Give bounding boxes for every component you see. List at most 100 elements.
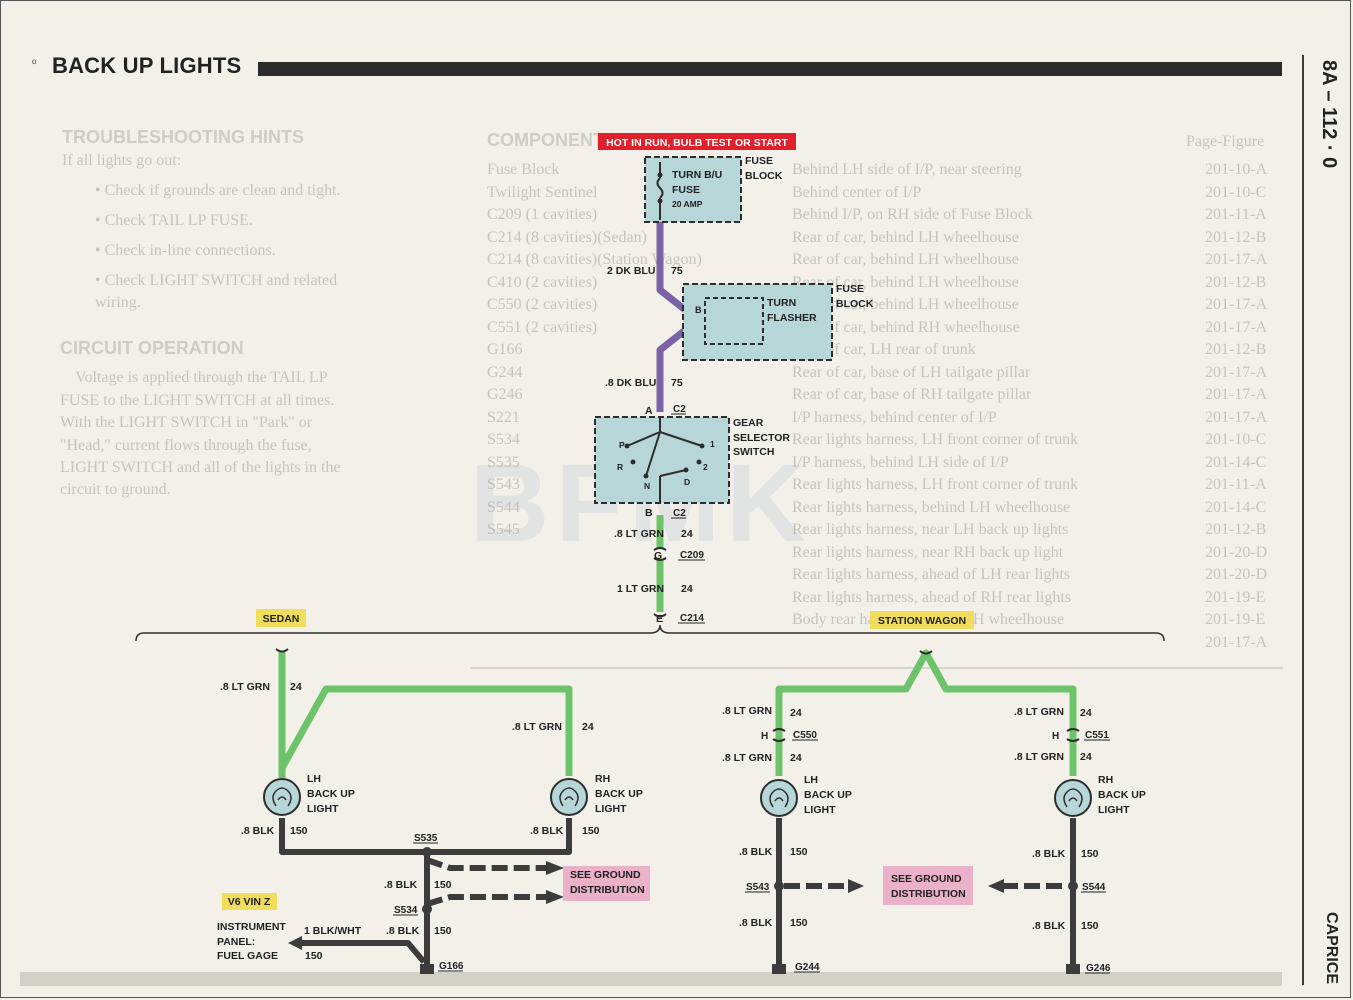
ghost-table-cell: Rear lights harness, ahead of LH rear li… [792, 566, 1071, 583]
circuit-number: 24 [790, 752, 802, 764]
fuse-block-label: BLOCK [745, 170, 783, 182]
ghost-table-cell: Rear of car, behind LH wheelhouse [792, 228, 1019, 246]
wire-label: 1 LT GRN [617, 583, 664, 595]
lh-lamp-label: BACK UP [307, 788, 355, 800]
lh-lamp-label: LH [307, 773, 321, 785]
arrow-heads [288, 861, 1004, 950]
circuit-number: 150 [434, 925, 452, 937]
wire-label: .8 BLK [384, 879, 418, 891]
ground-label: G166 [439, 961, 464, 972]
gear-pos-p: P [619, 440, 625, 450]
hot-label: HOT IN RUN, BULB TEST OR START [606, 137, 788, 149]
ghost-table-cell: 201-14-C [1205, 498, 1267, 516]
ghost-table-cell: I/P harness, behind LH side of I/P [792, 453, 1009, 471]
gear-pos-r: R [617, 462, 623, 472]
ghost-table-cell: Rear lights harness, near LH back up lig… [792, 521, 1069, 538]
ghost-table-cell: S534 [487, 431, 520, 448]
station-wagon-label: STATION WAGON [878, 615, 966, 627]
troubleshooting-item: • Check in-line connections. [95, 242, 276, 259]
connector-c550-icon [772, 728, 786, 742]
ghost-table-cell: Behind I/P, on RH side of Fuse Block [792, 206, 1033, 223]
pin-label: E [656, 613, 663, 625]
wire-label: .8 LT GRN [722, 752, 772, 764]
ghost-table-cell: 201-17-A [1205, 386, 1268, 403]
pin-label: G [654, 550, 662, 562]
circuit-line: FUSE to the LIGHT SWITCH at all times. [60, 392, 335, 409]
ghost-table-cell: Rear of car, behind LH wheelhouse [792, 273, 1019, 291]
connector-c214-icon [653, 613, 667, 618]
ghost-table-cell: S543 [487, 476, 520, 493]
troubleshooting-item: • Check LIGHT SWITCH and related [95, 272, 338, 289]
gear-switch-label: SWITCH [733, 446, 774, 458]
hot-label-box [598, 133, 796, 150]
fuse-label: FUSE [672, 184, 700, 196]
wire-label: 1 BLK/WHT [304, 925, 362, 937]
fuse-terminal-dots [657, 172, 663, 204]
ghost-table-cell: Rear lights harness, behind LH wheelhous… [792, 498, 1071, 516]
see-ground-label: SEE GROUND [570, 869, 641, 881]
ghost-table-cell: 201-11-A [1205, 476, 1267, 493]
right-rule [1302, 55, 1304, 985]
title-bullet-icon: º [32, 57, 37, 71]
connector-ends [275, 648, 933, 655]
wire-label: .8 LT GRN [722, 705, 772, 717]
ghost-table-cell: Rear lights harness, near RH back up lig… [792, 543, 1064, 561]
ghost-table-cell: 201-12-B [1205, 273, 1267, 291]
instrument-panel-label: INSTRUMENT [217, 921, 286, 933]
ghost-table-cell: C209 (1 cavities) [487, 206, 598, 223]
sedan-label-box [256, 609, 306, 627]
wire-label: .8 LT GRN [512, 721, 562, 733]
fuse-rating: 20 AMP [672, 199, 703, 209]
footer-strip [20, 972, 1282, 986]
lh-lamp-label: LH [804, 774, 818, 786]
wire-label: .8 BLK [1032, 848, 1066, 860]
see-ground-label: DISTRIBUTION [891, 888, 966, 900]
ghost-table-cell: C214 (8 cavities)(Station Wagon) [487, 251, 702, 268]
ghost-table-cell: 201-12-B [1205, 341, 1267, 358]
ghost-table-cell: G166 [487, 341, 523, 358]
ghost-table-cell: 201-10-A [1205, 161, 1268, 178]
ground-symbols [420, 964, 1080, 974]
see-ground-label: DISTRIBUTION [570, 884, 645, 896]
lamp-icon [760, 779, 798, 817]
connector-label: C209 [680, 550, 704, 561]
fuse-block-label: FUSE [745, 155, 773, 167]
option-bracket [135, 624, 1165, 642]
sedan-label: SEDAN [263, 613, 300, 625]
ghost-table-cell: 201-17-A [1205, 363, 1268, 381]
circuit-line: "Head," current flows through the fuse, [60, 437, 312, 454]
gear-pos-n: N [644, 481, 650, 491]
connector-label: C2 [673, 404, 686, 415]
connector-label: C214 [680, 613, 704, 624]
ghost-table-cell: C214 (8 cavities)(Sedan) [487, 228, 647, 246]
troubleshooting-item: wiring. [95, 294, 141, 311]
ghost-table-cell: S535 [487, 453, 520, 471]
ghost-table-cell: C410 (2 cavities) [487, 273, 598, 291]
pin-label: A [645, 405, 653, 417]
circuit-number: 24 [681, 528, 693, 540]
wire-label: .8 BLK [530, 825, 564, 837]
turn-flasher-box [704, 297, 764, 345]
ghost-table-cell: 201-20-D [1205, 566, 1268, 583]
gear-switch-icon [626, 417, 703, 503]
troubleshooting-intro: If all lights go out: [62, 152, 182, 169]
fuse-block-label: BLOCK [836, 298, 874, 310]
ghost-table-cell: S221 [487, 408, 520, 426]
circuit-number: 24 [290, 681, 302, 693]
circuit-number: 150 [290, 825, 308, 837]
connector-label: C551 [1085, 730, 1109, 741]
ghost-table-cell: 201-17-A [1205, 296, 1268, 313]
circuit-number: 24 [1080, 751, 1092, 763]
fuse-block-label: FUSE [836, 283, 864, 295]
lh-lamp-label: LIGHT [804, 804, 836, 816]
flasher-pin-b: B [695, 305, 702, 315]
lamp-icon [550, 778, 588, 816]
ghost-table-cell: 201-20-D [1205, 543, 1268, 561]
see-ground-label: SEE GROUND [891, 873, 962, 885]
gear-switch-contacts [624, 443, 705, 479]
wire-label: .8 LT GRN [614, 528, 664, 540]
ghost-table-cell: Rear of car, behind LH wheelhouse [792, 251, 1019, 268]
ghost-table-cell: G246 [487, 386, 523, 403]
ghost-table-cell: Rear lights harness, LH front corner of … [792, 476, 1079, 493]
